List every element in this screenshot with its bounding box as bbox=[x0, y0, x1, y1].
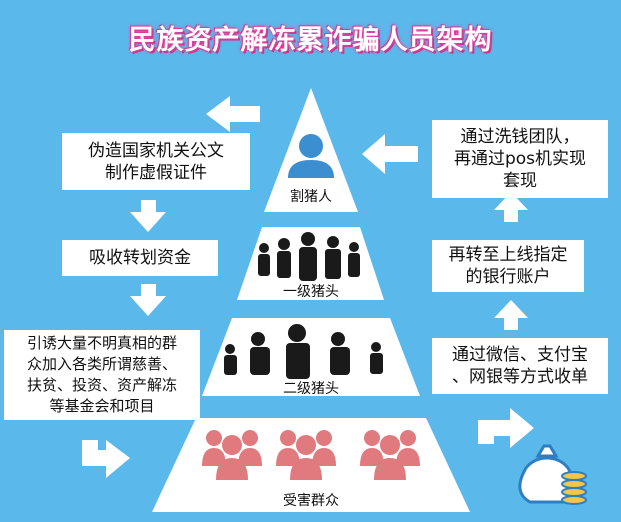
top-tier-label: 割猪人 bbox=[290, 189, 332, 205]
base-tier-label: 受害群众 bbox=[283, 493, 339, 509]
left-step-1-text: 伪造国家机关公文 制作虚假证件 bbox=[88, 140, 224, 183]
right-step-1: 通过微信、支付宝 、网银等方式收单 bbox=[432, 338, 608, 394]
right-step-1-text: 通过微信、支付宝 、网银等方式收单 bbox=[452, 345, 588, 387]
level2-tier-label: 二级猪头 bbox=[283, 381, 339, 397]
left-step-3-text: 引诱大量不明真相的群 众加入各类所谓慈善、 扶贫、投资、资产解冻 等基金会和项目 bbox=[26, 334, 177, 415]
left-step-3: 引诱大量不明真相的群 众加入各类所谓慈善、 扶贫、投资、资产解冻 等基金会和项目 bbox=[4, 330, 200, 420]
level1-tier-label: 一级猪头 bbox=[283, 284, 339, 300]
left-step-2: 吸收转划资金 bbox=[62, 240, 218, 276]
right-step-2-text: 再转至上线指定 的银行账户 bbox=[448, 245, 568, 287]
right-step-2: 再转至上线指定 的银行账户 bbox=[432, 240, 584, 292]
suited-crowd-icon bbox=[224, 324, 383, 379]
left-step-2-text: 吸收转划资金 bbox=[89, 248, 191, 268]
arrow-icon bbox=[82, 96, 534, 478]
left-step-1: 伪造国家机关公文 制作虚假证件 bbox=[62, 133, 250, 190]
suited-crowd-icon bbox=[258, 232, 360, 281]
page-title: 民族资产解冻累诈骗人员架构 bbox=[128, 25, 493, 56]
person-icon bbox=[288, 134, 334, 178]
victim-group-icon bbox=[202, 430, 420, 480]
money-bag-icon bbox=[518, 444, 587, 505]
right-step-3-text: 通过洗钱团队， 再通过pos机实现 套现 bbox=[453, 127, 587, 191]
right-step-3: 通过洗钱团队， 再通过pos机实现 套现 bbox=[432, 120, 608, 198]
